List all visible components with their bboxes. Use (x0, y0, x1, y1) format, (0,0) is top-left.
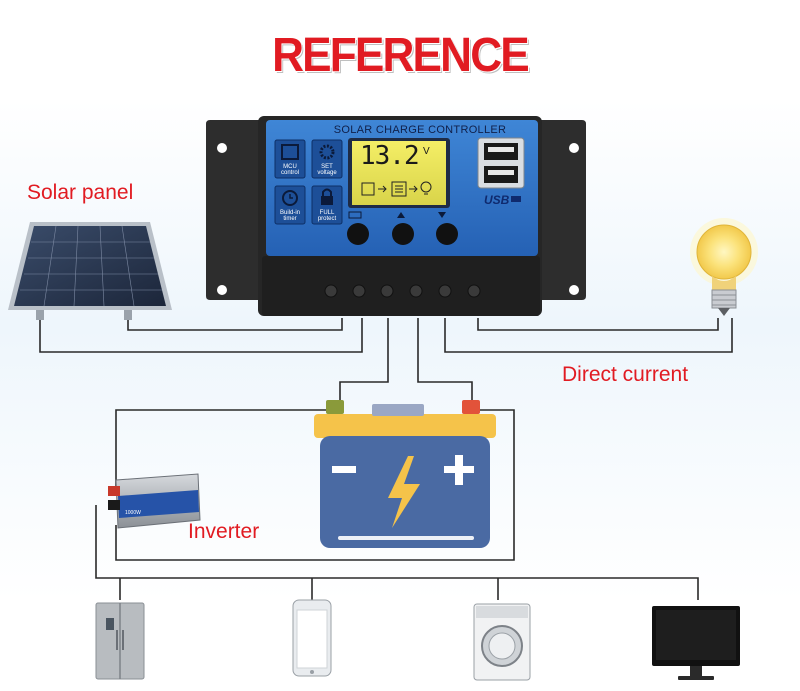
down-key[interactable] (436, 223, 458, 245)
lcd-voltage-unit: V (423, 146, 430, 157)
round-keys (347, 211, 458, 245)
washing-machine-icon (473, 603, 531, 681)
terminal-1 (324, 284, 338, 298)
minus-icon (332, 466, 356, 473)
wire-battery-pos (417, 318, 473, 402)
wire-solar-1 (39, 318, 363, 353)
up-key-icon (397, 212, 405, 218)
wire-load-1 (444, 318, 733, 353)
up-key[interactable] (392, 223, 414, 245)
set-voltage-caption: SET voltage (317, 164, 337, 176)
terminal-4 (409, 284, 423, 298)
usb-label: USB (484, 193, 510, 207)
light-bulb (690, 218, 758, 316)
wire-appl-main (95, 505, 699, 600)
terminal-6 (467, 284, 481, 298)
mount-hole-left-bottom (217, 285, 227, 295)
gear-icon (319, 144, 335, 160)
set-voltage-button[interactable] (311, 139, 343, 179)
battery (314, 400, 496, 548)
inverter (108, 473, 201, 529)
solar-panel-label: Solar panel (27, 181, 134, 204)
wire-load-2 (477, 318, 719, 331)
terminal-5 (438, 284, 452, 298)
down-key-icon (438, 212, 446, 218)
controller-title: SOLAR CHARGE CONTROLLER (333, 124, 507, 136)
wire-battery-neg (339, 318, 389, 402)
terminal-2 (352, 284, 366, 298)
build-in-timer-caption: Build-in timer (279, 210, 300, 222)
wire-solar-2 (127, 318, 343, 331)
direct-current-label: Direct current (562, 363, 689, 386)
battery-positive-terminal (462, 400, 480, 414)
smartphone-icon (292, 599, 332, 677)
mcu-chip-icon (281, 144, 299, 160)
menu-key[interactable] (347, 223, 369, 245)
mode-buttons (274, 139, 343, 225)
mount-hole-right-top (569, 143, 579, 153)
solar-panel (8, 222, 172, 320)
lightning-icon (388, 456, 420, 528)
clock-icon (282, 190, 298, 206)
wire-inv-1 (115, 409, 330, 490)
lcd-screen (352, 141, 446, 205)
inverter-brand-label: 1000W (125, 510, 141, 516)
lcd-flow-icons (361, 181, 432, 197)
usb-battery-icon (511, 196, 521, 202)
usb-ports (477, 137, 525, 202)
page-title: REFERENCE (272, 29, 530, 82)
lcd-voltage-value: 13.2 (360, 141, 420, 171)
full-protect-caption: FULL protect (317, 210, 337, 222)
inverter-label: Inverter (188, 520, 260, 543)
computer-monitor-icon (652, 606, 740, 680)
wires (39, 318, 733, 600)
mount-hole-left-top (217, 143, 227, 153)
terminal-3 (380, 284, 394, 298)
refrigerator-icon (95, 602, 145, 680)
plus-icon-v (455, 455, 463, 485)
lock-icon (321, 196, 333, 205)
menu-key-icon (348, 211, 362, 219)
wire-inv-2 (115, 409, 515, 561)
mcu-control-caption: MCU control (280, 164, 299, 176)
charge-controller (206, 116, 586, 316)
mount-hole-right-bottom (569, 285, 579, 295)
battery-negative-terminal (326, 400, 344, 414)
